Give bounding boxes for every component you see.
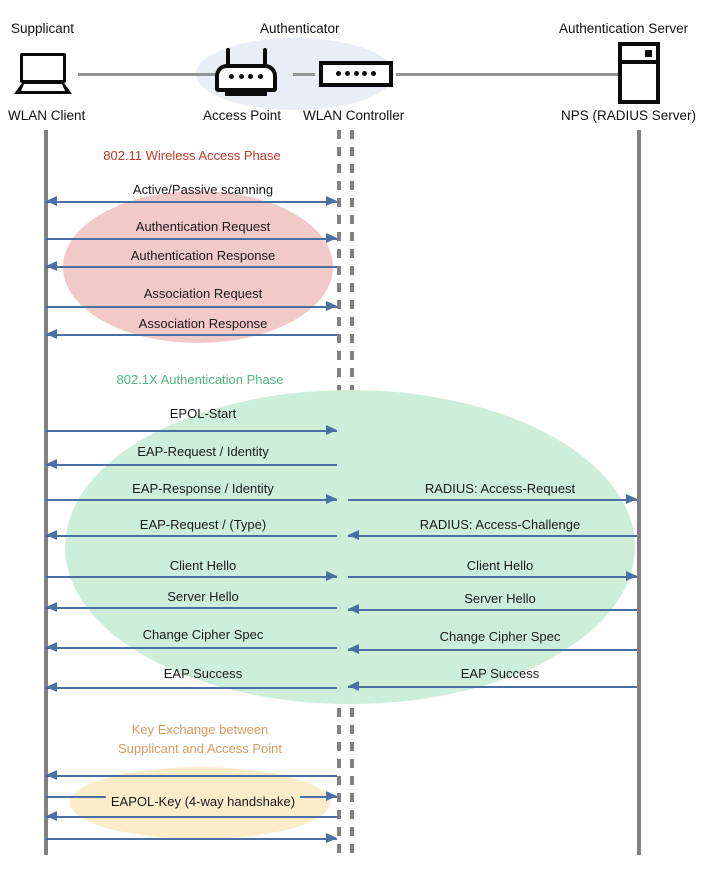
message-line (348, 609, 637, 611)
message-label: EPOL-Start (169, 406, 237, 421)
access-point-antenna-left (226, 48, 230, 66)
message-label: EAP Success (163, 666, 243, 681)
message-label: EAP-Request / (Type) (139, 517, 267, 532)
message-line (46, 266, 337, 268)
message-label: Server Hello (167, 589, 239, 604)
laptop-screen-shape (20, 53, 66, 83)
message-line (46, 334, 337, 336)
message-label: Client Hello (466, 558, 534, 573)
message-label: Change Cipher Spec (439, 629, 561, 644)
message-label: EAPOL-Key (4-way handshake) (105, 793, 301, 810)
arrowhead-left-icon (46, 642, 57, 652)
message-line (348, 499, 637, 501)
phase-caption-802-11: 802.11 Wireless Access Phase (103, 148, 281, 163)
arrowhead-right-icon (326, 196, 337, 206)
wire-client-to-ap (78, 73, 218, 76)
arrowhead-left-icon (348, 530, 359, 540)
arrowhead-left-icon (46, 329, 57, 339)
phase-802-1x-highlight (65, 390, 635, 704)
message-line (46, 535, 337, 537)
arrowhead-left-icon (348, 644, 359, 654)
message-line (46, 306, 337, 308)
message-line (46, 816, 337, 818)
actor-device-nps-radius-server: NPS (RADIUS Server) (561, 108, 697, 123)
arrowhead-left-icon (46, 459, 57, 469)
arrowhead-right-icon (326, 791, 337, 801)
lifeline-auth-server (637, 130, 641, 855)
message-label: Association Request (143, 286, 263, 301)
access-point-antenna-right (263, 48, 267, 66)
arrowhead-left-icon (46, 811, 57, 821)
server-divider-shape (622, 60, 656, 64)
arrowhead-right-icon (626, 571, 637, 581)
message-line (46, 238, 337, 240)
arrowhead-left-icon (46, 682, 57, 692)
arrowhead-left-icon (46, 530, 57, 540)
arrowhead-left-icon (348, 681, 359, 691)
wire-ap-to-controller (293, 73, 315, 76)
message-line (348, 686, 637, 688)
server-body-shape (618, 42, 660, 104)
message-label: EAP Success (460, 666, 540, 681)
arrowhead-right-icon (326, 301, 337, 311)
actor-role-auth-server: Authentication Server (559, 21, 689, 36)
arrowhead-right-icon (326, 571, 337, 581)
phase-caption-key-exchange: Key Exchange between Supplicant and Acce… (117, 722, 283, 756)
arrowhead-left-icon (46, 770, 57, 780)
message-line (46, 201, 337, 203)
message-label: RADIUS: Access-Challenge (419, 517, 581, 532)
message-label: Association Response (138, 316, 268, 331)
message-line (348, 576, 637, 578)
message-line (46, 838, 337, 840)
actor-device-wlan-controller: WLAN Controller (303, 108, 405, 123)
message-line (46, 576, 337, 578)
arrowhead-left-icon (348, 604, 359, 614)
arrowhead-right-icon (326, 233, 337, 243)
message-line (348, 535, 637, 537)
message-line (46, 647, 337, 649)
access-point-icon (215, 48, 277, 98)
laptop-base-inner-shape (21, 84, 65, 91)
wlan-controller-icon (319, 61, 393, 87)
arrowhead-left-icon (46, 261, 57, 271)
actor-role-supplicant: Supplicant (11, 21, 75, 36)
message-line (348, 649, 637, 651)
message-label: Authentication Request (135, 219, 271, 234)
message-label: EAP-Request / Identity (137, 444, 269, 459)
phase-caption-802-1x: 802.1X Authentication Phase (116, 372, 284, 387)
actor-device-access-point: Access Point (203, 108, 282, 123)
message-line (46, 775, 337, 777)
message-line (46, 607, 337, 609)
message-label: Authentication Response (130, 248, 276, 263)
message-label: Active/Passive scanning (132, 182, 274, 197)
message-label: Server Hello (464, 591, 536, 606)
arrowhead-right-icon (326, 425, 337, 435)
message-label: EAP-Response / Identity (132, 481, 274, 496)
lifeline-supplicant (44, 130, 48, 855)
actor-device-wlan-client: WLAN Client (8, 108, 86, 123)
laptop-icon (14, 53, 72, 95)
arrowhead-right-icon (326, 833, 337, 843)
server-icon (618, 42, 660, 104)
message-line (46, 430, 337, 432)
arrowhead-left-icon (46, 602, 57, 612)
message-line (46, 687, 337, 689)
arrowhead-right-icon (626, 494, 637, 504)
access-point-led-dots (229, 74, 263, 79)
arrowhead-left-icon (46, 196, 57, 206)
message-line (46, 464, 337, 466)
message-label: RADIUS: Access-Request (424, 481, 576, 496)
message-label: Change Cipher Spec (142, 627, 264, 642)
arrowhead-right-icon (326, 494, 337, 504)
wlan-controller-led-dots (336, 71, 376, 76)
access-point-base-shape (225, 88, 267, 96)
server-led-indicator (645, 50, 652, 57)
message-line (46, 499, 337, 501)
message-label: Client Hello (169, 558, 237, 573)
actor-role-authenticator: Authenticator (260, 21, 340, 36)
wire-controller-to-server (396, 73, 618, 76)
